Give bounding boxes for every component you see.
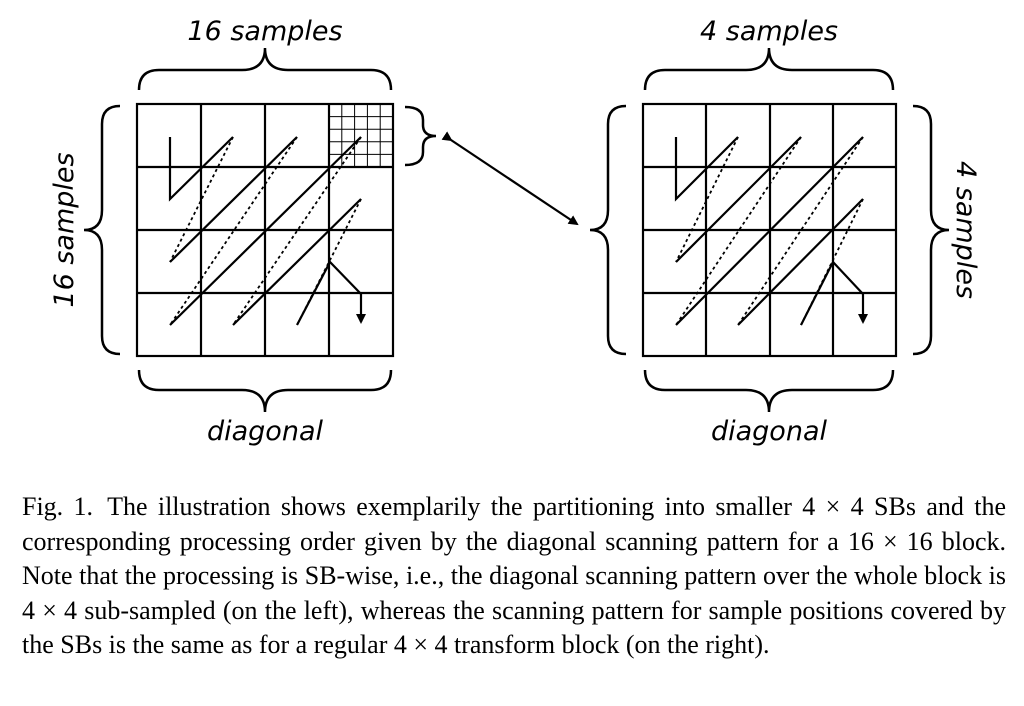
left-subblock-fine-grid	[329, 104, 393, 167]
right-side-label: 4 samples	[950, 161, 981, 299]
left-top-label: 16 samples	[187, 16, 342, 47]
figure-diagram: 16 samples 16 samples diagonal	[49, 16, 981, 447]
right-top-brace	[643, 47, 895, 91]
figure-caption: Fig. 1.The illustration shows exemplaril…	[22, 490, 1006, 663]
right-block: 4 samples 4 samples diagonal	[589, 16, 981, 447]
left-subblock-brace	[404, 105, 437, 167]
right-left-brace	[589, 104, 627, 356]
left-bottom-brace	[137, 369, 393, 413]
right-scan-path	[674, 136, 868, 326]
left-side-label: 16 samples	[49, 152, 80, 307]
left-block: 16 samples 16 samples diagonal	[49, 16, 437, 447]
right-bottom-brace	[643, 369, 895, 413]
right-bottom-label: diagonal	[711, 416, 828, 447]
left-side-brace	[83, 104, 121, 356]
right-top-label: 4 samples	[700, 16, 838, 47]
right-side-brace	[912, 104, 950, 356]
left-bottom-label: diagonal	[207, 416, 324, 447]
left-scan-path	[168, 136, 366, 326]
caption-text: The illustration shows exemplarily the p…	[22, 492, 1006, 659]
connector-arrow	[441, 131, 579, 226]
left-top-brace	[137, 47, 393, 91]
left-grid	[135, 102, 395, 358]
caption-label: Fig. 1.	[22, 492, 94, 521]
